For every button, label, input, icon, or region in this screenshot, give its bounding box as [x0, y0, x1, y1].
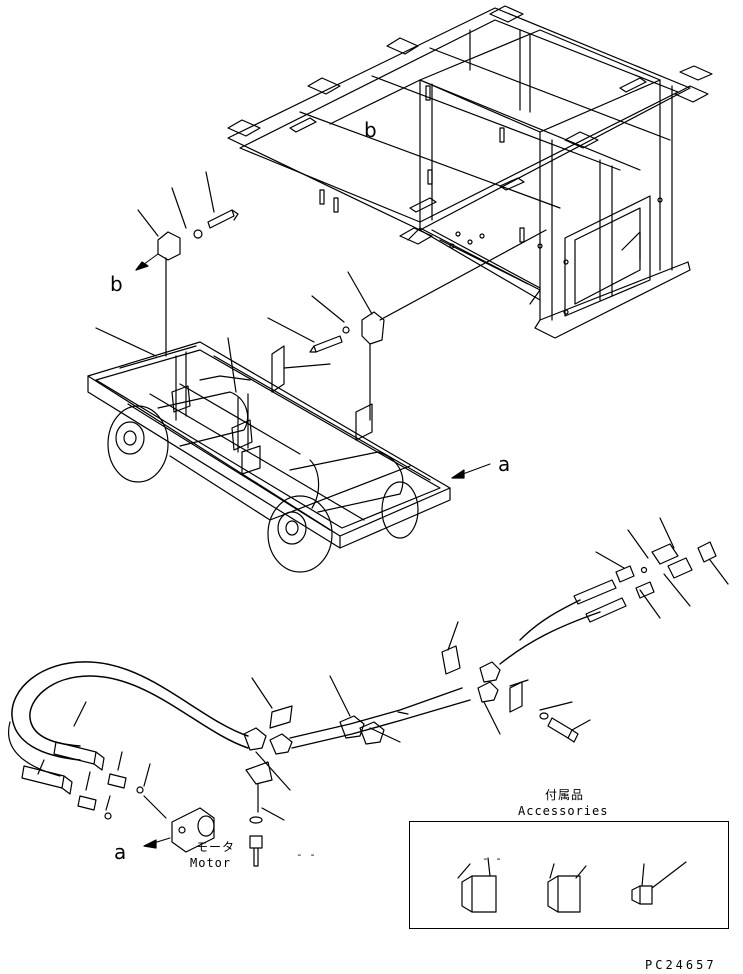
cap-icon	[457, 857, 497, 913]
accessories-dash-note: - -	[482, 852, 502, 865]
cap-icon	[547, 863, 587, 913]
callout-b-left: b	[110, 272, 123, 296]
accessories-title-en: Accessories	[518, 804, 609, 818]
wheel-icon	[267, 495, 333, 573]
hose-assembly	[8, 517, 729, 867]
trolley-carriage	[87, 327, 491, 573]
wheel-icon	[107, 405, 169, 483]
plug-icon	[631, 861, 687, 905]
callout-b-top: b	[364, 118, 377, 142]
clamp-icon	[243, 661, 501, 755]
accessories-items	[457, 857, 687, 913]
hose-icon	[573, 579, 627, 623]
washer-icon	[539, 712, 549, 720]
cap-icon	[651, 541, 717, 579]
hose-icon	[21, 741, 105, 795]
accessories-box: - -	[409, 821, 729, 929]
fitting-icon	[615, 565, 655, 599]
motor-dash-note: - -	[296, 848, 316, 861]
bracket-hardware-right	[267, 229, 547, 421]
callout-a-bottom: a	[114, 840, 127, 864]
bolt-icon	[547, 717, 579, 743]
motor-label-en: Motor	[190, 856, 232, 870]
motor-label-jp: モータ	[196, 840, 236, 854]
callout-a-right: a	[498, 452, 511, 476]
upper-frame	[227, 5, 713, 339]
drawing-code: PC24657	[645, 958, 717, 972]
fitting-icon	[77, 773, 127, 811]
bolt-icon	[249, 835, 263, 867]
bracket-hardware-left	[135, 171, 239, 357]
motor-icon	[171, 807, 215, 853]
washer-icon	[249, 816, 263, 824]
accessories-title-jp: 付属品	[545, 788, 585, 802]
